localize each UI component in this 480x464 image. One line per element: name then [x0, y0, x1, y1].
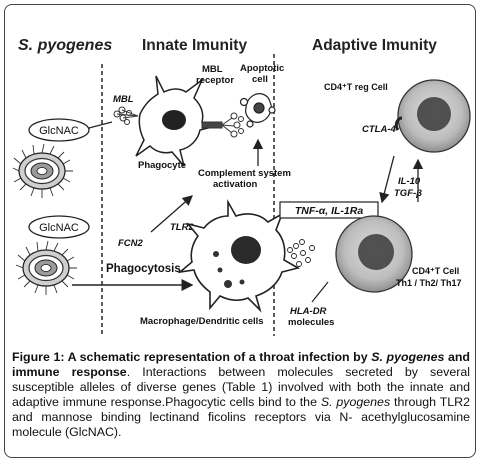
adaptive-heading: Adaptive Imunity — [312, 37, 437, 54]
cd4-nucleus — [358, 234, 394, 270]
apoptotic-label-1: Apoptotic — [240, 63, 284, 74]
bacterium-bottom — [15, 240, 77, 295]
figure-caption: Figure 1: A schematic representation of … — [12, 350, 470, 440]
mbl-receptor-label-2: receptor — [196, 75, 234, 86]
fcn2-label: FCN2 — [118, 238, 144, 249]
cd4-label-1: CD4⁺T Cell — [412, 266, 459, 276]
apoptotic-label-2: cell — [252, 74, 268, 85]
tnf-arrow — [379, 155, 395, 204]
fcn2-arrow — [150, 195, 193, 233]
apoptotic-cell — [239, 93, 276, 128]
caption-title-a: A schematic representation of a throat i… — [64, 350, 372, 364]
hladr-label-1: HLA-DR — [290, 306, 327, 317]
glcnac-label-bottom: GlcNAC — [39, 222, 79, 234]
treg-label: CD4⁺T reg Cell — [324, 82, 388, 92]
phagocytosis-label: Phagocytosis — [106, 263, 181, 275]
glcnac-oval-bottom — [28, 215, 90, 239]
caption-title-species: S. pyogenes — [371, 350, 445, 364]
tlr2-label: TLR2 — [170, 222, 194, 233]
tnf-box — [279, 201, 379, 219]
macrophage-granules — [213, 251, 245, 288]
hladr-label-2: molecules — [288, 317, 334, 328]
phagocyte-nucleus — [162, 110, 186, 130]
hladr-molecules — [287, 239, 315, 267]
caption-body-species: S. pyogenes — [320, 395, 391, 409]
il10-label: IL-10 — [398, 176, 421, 187]
glcnac-link-top — [88, 121, 113, 129]
ctla4-label: CTLA-4 — [362, 124, 396, 135]
complement-label-2: activation — [213, 179, 258, 190]
macrophage-nucleus — [231, 236, 261, 264]
bacterium-top — [12, 143, 73, 198]
complement-label-1: Complement system — [198, 168, 291, 179]
cd4-label-2: Th1 / Th2/ Th17 — [396, 278, 462, 288]
tgfb-label: TGF-β — [394, 188, 422, 199]
treg-nucleus — [417, 97, 451, 131]
caption-label: Figure 1: — [12, 350, 65, 364]
glcnac-oval-top — [28, 118, 90, 142]
mbl-receptor-label-1: MBL — [202, 64, 223, 75]
tnf-label: TNF-α, IL-1Ra — [295, 205, 364, 217]
glcnac-label-top: GlcNAC — [39, 125, 79, 137]
mbl-receptor-molecule — [201, 112, 244, 138]
hladr-pointer — [311, 281, 329, 303]
caption-body-a: . Interactions between molecules secrete… — [12, 365, 470, 409]
caption-body-b: through TLR2 and mannose binding lectina… — [12, 395, 471, 439]
macrophage-label: Macrophage/Dendritic cells — [140, 316, 264, 327]
innate-heading: Innate Imunity — [142, 37, 247, 54]
caption-title-b: and immune response — [12, 350, 470, 379]
mbl-molecule — [113, 106, 139, 125]
mbl-label: MBL — [113, 94, 134, 105]
phagocyte-label: Phagocyte — [138, 160, 186, 171]
ctla4-receptor — [394, 116, 403, 131]
immune-response-diagram: S. pyogenes Innate Imunity Adaptive Imun… — [12, 37, 471, 336]
pathogen-heading: S. pyogenes — [18, 37, 112, 54]
